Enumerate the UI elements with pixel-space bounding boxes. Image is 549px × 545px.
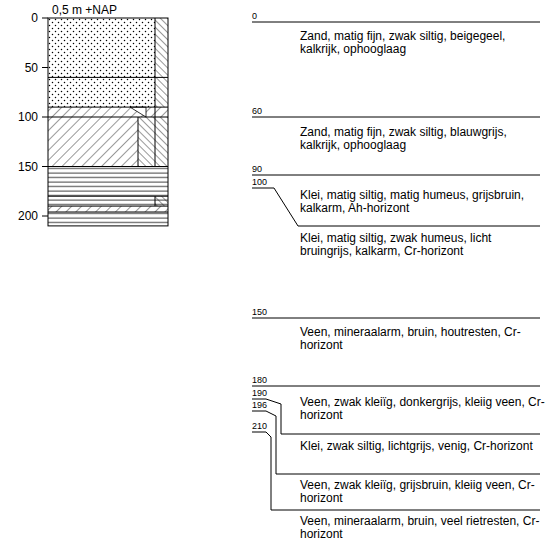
reference-level: 0,5 m +NAP xyxy=(52,3,117,17)
layer-description: Veen, mineraalarm, bruin, veel rietreste… xyxy=(300,515,545,541)
layer-description: Veen, zwak kleiïg, donkergrijs, kleiig v… xyxy=(300,396,545,422)
layer-description: Zand, matig fijn, zwak siltig, blauwgrij… xyxy=(300,126,545,152)
depth-label: 60 xyxy=(252,106,262,116)
layer-description: Klei, matig siltig, zwak humeus, licht b… xyxy=(300,232,545,258)
depth-label: 0 xyxy=(252,11,257,21)
depth-label: 190 xyxy=(252,388,267,398)
depth-label: 210 xyxy=(252,421,267,431)
layer-description: Klei, zwak siltig, lichtgrijs, venig, Cr… xyxy=(300,440,545,453)
layer-description: Veen, mineraalarm, bruin, houtresten, Cr… xyxy=(300,326,545,352)
layer-boundaries xyxy=(252,22,540,510)
depth-label: 196 xyxy=(252,400,267,410)
layer-description: Zand, matig fijn, zwak siltig, beigegeel… xyxy=(300,30,545,56)
depth-label: 90 xyxy=(252,164,262,174)
layer-description: Veen, zwak kleiïg, grijsbruin, kleiig ve… xyxy=(300,479,545,505)
axis-tick-label: 0 xyxy=(8,11,38,25)
depth-axis xyxy=(42,18,48,216)
axis-tick-label: 200 xyxy=(8,209,38,223)
layer-description: Klei, matig siltig, matig humeus, grijsb… xyxy=(300,189,545,215)
axis-tick-label: 50 xyxy=(8,61,38,75)
depth-label: 100 xyxy=(252,177,267,187)
soil-column xyxy=(48,18,168,226)
axis-tick-label: 150 xyxy=(8,160,38,174)
depth-label: 180 xyxy=(252,375,267,385)
axis-tick-label: 100 xyxy=(8,110,38,124)
depth-label: 150 xyxy=(252,307,267,317)
